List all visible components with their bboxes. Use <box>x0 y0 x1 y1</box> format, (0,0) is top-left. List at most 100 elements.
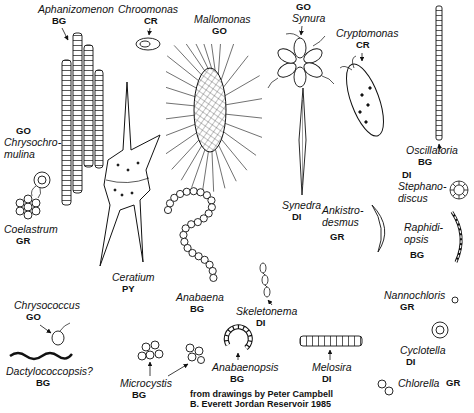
coelastrum-colony <box>24 211 32 219</box>
coelastrum-colony <box>16 195 40 219</box>
mallomonas-bristle <box>192 150 205 188</box>
raphidiopsis-filament <box>452 212 461 262</box>
group-code: GO <box>26 312 41 323</box>
mallomonas-bristle <box>225 76 260 96</box>
aphanizomenon-filaments <box>62 60 71 205</box>
mallomonas-bristle <box>166 133 197 154</box>
synedra-cell <box>299 88 306 195</box>
anabaena-chain <box>168 191 213 284</box>
group-code: BG <box>132 390 146 401</box>
mallomonas-bristle <box>226 99 262 105</box>
small-cells <box>385 387 393 395</box>
aphanizomenon-filaments <box>436 6 442 140</box>
genus-label: Stephano- discus <box>398 181 446 205</box>
anabaena-chain <box>164 188 217 284</box>
group-code: CR <box>356 40 370 51</box>
synura-colony <box>275 46 298 66</box>
leader-arrows <box>40 26 440 376</box>
ceratium-cell <box>100 82 160 266</box>
anabaenopsis-coil <box>226 327 250 348</box>
anabaena-cell <box>208 197 215 204</box>
genus-label: Chrysococcus <box>14 300 80 312</box>
anabaena-cell <box>183 188 190 195</box>
mallomonas-bristle <box>223 56 248 87</box>
microcystis-colonies <box>198 357 205 364</box>
chrysochromulina-cell <box>32 172 51 198</box>
cryptomonas-cell <box>339 56 391 140</box>
microcystis-colonies <box>138 352 146 360</box>
aphanizomenon-filaments <box>84 45 93 167</box>
mallomonas-cell <box>194 68 226 152</box>
leader-arrows <box>62 28 68 40</box>
coelastrum-colony <box>24 195 32 203</box>
leader-arrows <box>238 353 239 360</box>
cryptomonas-cell <box>367 104 369 106</box>
coelastrum-colony <box>32 199 40 207</box>
microcystis-colonies <box>151 341 159 349</box>
mallomonas-bristle <box>181 146 201 180</box>
cryptomonas-cell <box>361 94 363 96</box>
anabaena-cell <box>180 231 187 238</box>
chroomonas-cell <box>136 38 160 50</box>
mallomonas-bristle <box>218 44 220 74</box>
genus-label: Aphanizomenon <box>38 4 114 16</box>
stephanodiscus-disk <box>450 181 468 199</box>
anabaenopsis-coil <box>226 327 250 348</box>
chrysochromulina-cell <box>32 186 41 198</box>
group-code: DI <box>322 374 332 385</box>
leader-arrows <box>40 325 51 333</box>
mallomonas-bristle <box>196 44 208 68</box>
genus-label: Chlorella <box>398 378 439 390</box>
caption-line: B. Everett Jordan Reservoir 1985 <box>190 399 331 409</box>
genus-label: Melosira <box>312 362 352 374</box>
mallomonas-bristle <box>221 44 233 80</box>
ceratium-cell <box>114 189 116 191</box>
ceratium-cell <box>127 169 129 171</box>
small-cells <box>432 322 448 338</box>
group-code: DI <box>256 318 266 329</box>
ankistrodesmus-cell <box>372 205 385 252</box>
mallomonas-bristle <box>166 103 194 106</box>
skeletonema-chain <box>263 273 267 287</box>
group-code: PY <box>122 284 135 295</box>
genus-label: Dactylococcopsis? <box>6 366 93 378</box>
cryptomonas-cell <box>359 111 361 113</box>
synura-colony <box>268 34 334 89</box>
leader-arrows <box>330 350 331 360</box>
ceratium-cell <box>117 164 119 166</box>
genus-label: Coelastrum <box>4 224 58 236</box>
genus-label: Synura <box>292 13 325 25</box>
small-cells <box>436 326 444 334</box>
mallomonas-bristle <box>202 152 208 192</box>
genus-label: Cyclotella <box>400 345 446 357</box>
melosira-chain <box>300 336 362 346</box>
anabaena-cell <box>194 219 201 226</box>
genus-label: Raphidi- opsis <box>404 222 443 246</box>
group-code: DI <box>292 212 302 223</box>
leader-arrows <box>150 362 151 376</box>
group-code: BG <box>36 378 50 389</box>
chrysococcus-cell <box>52 331 64 345</box>
ceratium-cell <box>137 162 139 164</box>
small-cells <box>378 380 386 388</box>
ceratium-cell <box>131 192 133 194</box>
chroomonas-cell <box>140 41 150 47</box>
mallomonas-bristle <box>166 72 196 89</box>
genus-label: Anabaena <box>176 292 224 304</box>
chrysococcus-cell <box>52 323 70 345</box>
group-code: BG <box>230 374 244 385</box>
microcystis-colonies <box>186 344 194 352</box>
coelastrum-colony <box>16 199 24 207</box>
leader-arrows <box>168 364 188 376</box>
genus-label: Anabaenopsis <box>212 362 279 374</box>
group-code: GR <box>446 378 460 389</box>
coelastrum-colony <box>16 207 24 215</box>
coelastrum-colony <box>32 207 40 215</box>
synura-colony <box>268 34 334 89</box>
mallomonas-bristle <box>211 44 215 70</box>
mallomonas-bristle <box>167 56 198 81</box>
anabaena-cell <box>209 267 216 274</box>
chroomonas-cell <box>136 38 160 50</box>
group-code: BG <box>190 304 204 315</box>
